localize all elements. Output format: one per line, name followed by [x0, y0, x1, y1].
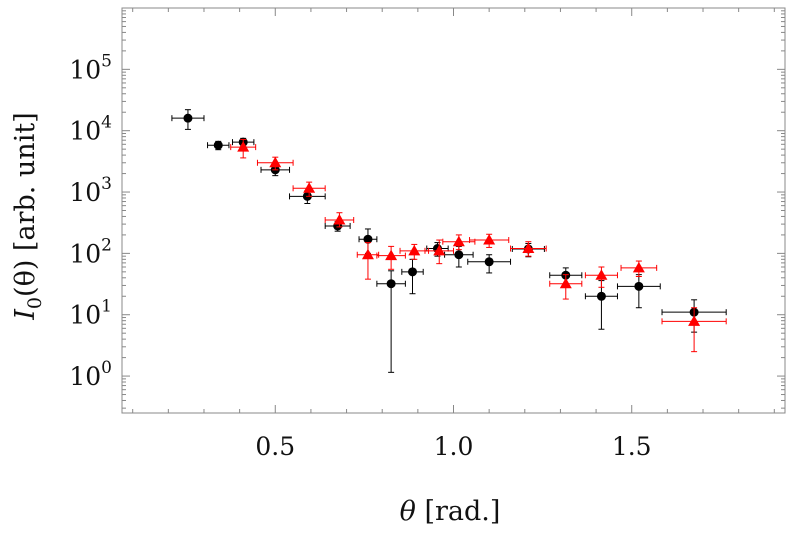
data-point-circle: [454, 250, 464, 260]
y-tick-exponent: 1: [101, 297, 112, 317]
data-point-triangle: [385, 249, 398, 261]
data-point-triangle: [688, 315, 701, 326]
data-points: [171, 109, 727, 373]
series-red-triangles: [230, 138, 727, 353]
y-tick-label: 102: [69, 235, 112, 268]
x-axis-unit: [rad.]: [416, 496, 501, 527]
error-bar: [356, 242, 380, 280]
data-point-triangle: [559, 277, 572, 289]
data-point-circle: [634, 281, 644, 291]
series-black-circles: [171, 109, 727, 373]
x-axis-label: θ [rad.]: [400, 496, 501, 527]
data-point-triangle: [595, 269, 608, 280]
error-bar: [401, 258, 424, 295]
y-tick-mantissa: 10: [69, 178, 101, 207]
x-axis-symbol: θ: [400, 496, 416, 527]
error-bar: [616, 274, 661, 309]
y-tick-mantissa: 10: [69, 362, 101, 391]
data-point-triangle: [522, 242, 535, 254]
y-tick-label: 103: [69, 174, 112, 207]
data-point-triangle: [433, 244, 446, 256]
data-point-circle: [183, 113, 193, 123]
y-tick-mantissa: 10: [69, 55, 101, 84]
y-tick-label: 101: [69, 297, 112, 330]
x-tick-label: 1.5: [612, 432, 652, 461]
y-tick-exponent: 5: [101, 51, 112, 71]
data-point-triangle: [408, 244, 421, 256]
y-tick-mantissa: 10: [69, 301, 101, 330]
data-point-circle: [363, 234, 373, 244]
y-axis-label: I0(θ) [arb. unit]: [10, 112, 46, 320]
x-axis-ticks: 0.5 1.0 1.5: [132, 8, 775, 461]
data-point-circle: [484, 257, 494, 267]
y-tick-mantissa: 10: [69, 117, 101, 146]
data-point-circle: [386, 279, 396, 289]
plot-border: [121, 7, 786, 414]
y-axis-symbol: I: [10, 308, 41, 321]
data-point-triangle: [483, 234, 496, 245]
data-point-triangle: [452, 235, 465, 247]
data-point-triangle: [303, 182, 316, 193]
y-tick-exponent: 2: [101, 235, 112, 255]
data-point-triangle: [269, 156, 282, 168]
y-tick-exponent: 3: [101, 174, 112, 194]
data-point-triangle: [333, 214, 346, 225]
y-tick-exponent: 4: [101, 113, 112, 133]
y-tick-label: 100: [69, 358, 112, 391]
error-bar: [584, 280, 618, 330]
data-point-circle: [408, 267, 418, 277]
data-point-circle: [213, 140, 223, 150]
data-point-triangle: [361, 248, 374, 260]
error-bar: [661, 307, 727, 353]
y-axis-subscript: 0: [24, 297, 46, 309]
x-tick-label: 1.0: [434, 432, 474, 461]
data-point-circle: [596, 291, 606, 301]
data-point-triangle: [632, 261, 645, 273]
y-tick-exponent: 0: [101, 358, 112, 378]
y-tick-mantissa: 10: [69, 239, 101, 268]
x-tick-label: 0.5: [255, 432, 295, 461]
y-axis-rest: (θ) [arb. unit]: [10, 112, 41, 297]
y-tick-label: 104: [69, 113, 112, 146]
plot-frame: [121, 7, 786, 414]
data-point-triangle: [237, 141, 250, 152]
y-tick-label: 105: [69, 51, 112, 84]
